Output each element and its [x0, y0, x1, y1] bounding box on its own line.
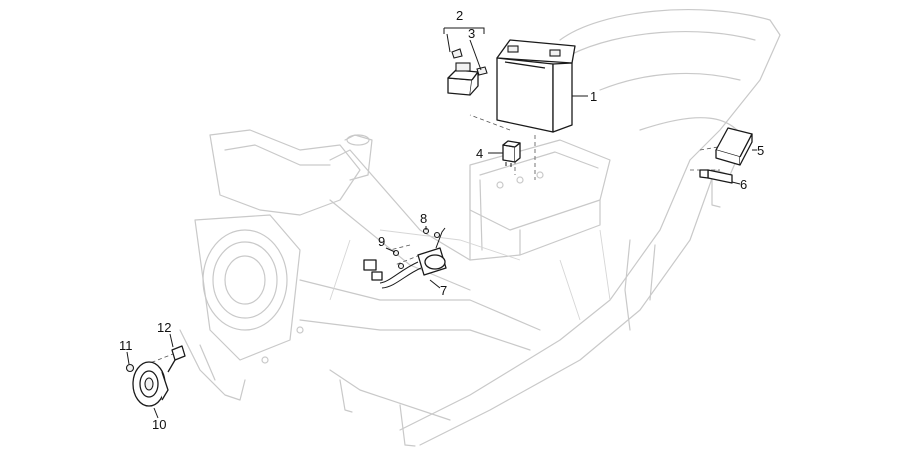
callout-4: 4 — [476, 146, 483, 161]
horn — [132, 361, 169, 407]
small-relay — [502, 140, 521, 167]
control-unit — [715, 127, 753, 166]
bolts-8-9 — [392, 227, 441, 270]
callout-labels: 1 2 3 4 5 6 7 8 9 10 11 12 — [119, 8, 764, 432]
callout-5: 5 — [757, 143, 764, 158]
voltage-regulator — [363, 227, 447, 289]
callout-6: 6 — [740, 177, 747, 192]
callout-3: 3 — [468, 26, 475, 41]
callout-7: 7 — [440, 283, 447, 298]
callout-1: 1 — [590, 89, 597, 104]
battery — [496, 39, 576, 133]
horn-nut — [125, 363, 135, 373]
scooter-frame — [179, 9, 781, 447]
callout-12: 12 — [157, 320, 171, 335]
callout-9: 9 — [378, 234, 385, 249]
relay-assembly — [447, 48, 488, 96]
callout-10: 10 — [152, 417, 166, 432]
connector — [699, 169, 733, 184]
leader-lines — [126, 27, 757, 419]
horn-bracket — [167, 345, 186, 373]
callout-2: 2 — [456, 8, 463, 23]
callout-8: 8 — [420, 211, 427, 226]
callout-11: 11 — [119, 338, 133, 353]
